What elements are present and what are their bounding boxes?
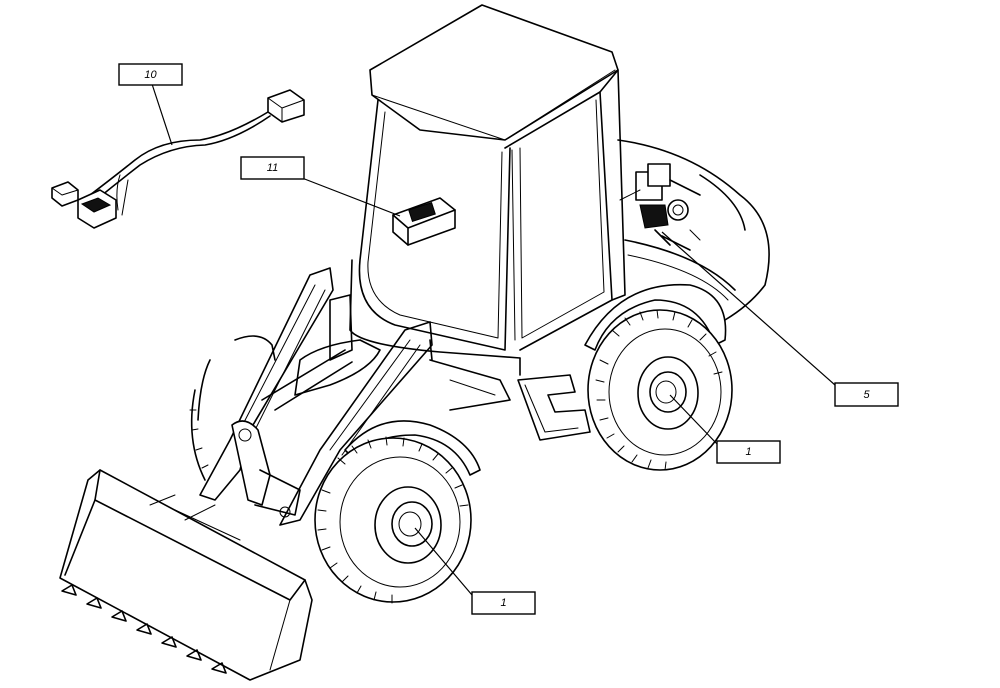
callout-1-front-label: 1 (500, 597, 506, 609)
callout-1-rear-label: 1 (745, 446, 751, 458)
leader-lines (151, 83, 836, 596)
lift-arms (199, 267, 511, 526)
cab (349, 4, 626, 376)
left-rear-wheel (189, 335, 276, 481)
callout-11: 11 (240, 156, 305, 180)
control-module (619, 163, 701, 251)
callout-10: 10 (118, 63, 183, 86)
wiring-harness (51, 89, 305, 229)
rear-wheel-assembly (584, 283, 733, 471)
callout-10-label: 10 (144, 69, 157, 81)
dashboard-switch (392, 197, 456, 246)
callout-11-label: 11 (267, 162, 278, 174)
callout-5-label: 5 (863, 389, 870, 401)
access-step (517, 374, 591, 441)
engine-hood (617, 139, 770, 321)
bucket (59, 469, 313, 681)
callout-5: 5 (834, 382, 899, 407)
callout-1-rear: 1 (716, 440, 781, 464)
callout-1-front: 1 (471, 591, 536, 615)
front-wheel-assembly (314, 420, 481, 604)
